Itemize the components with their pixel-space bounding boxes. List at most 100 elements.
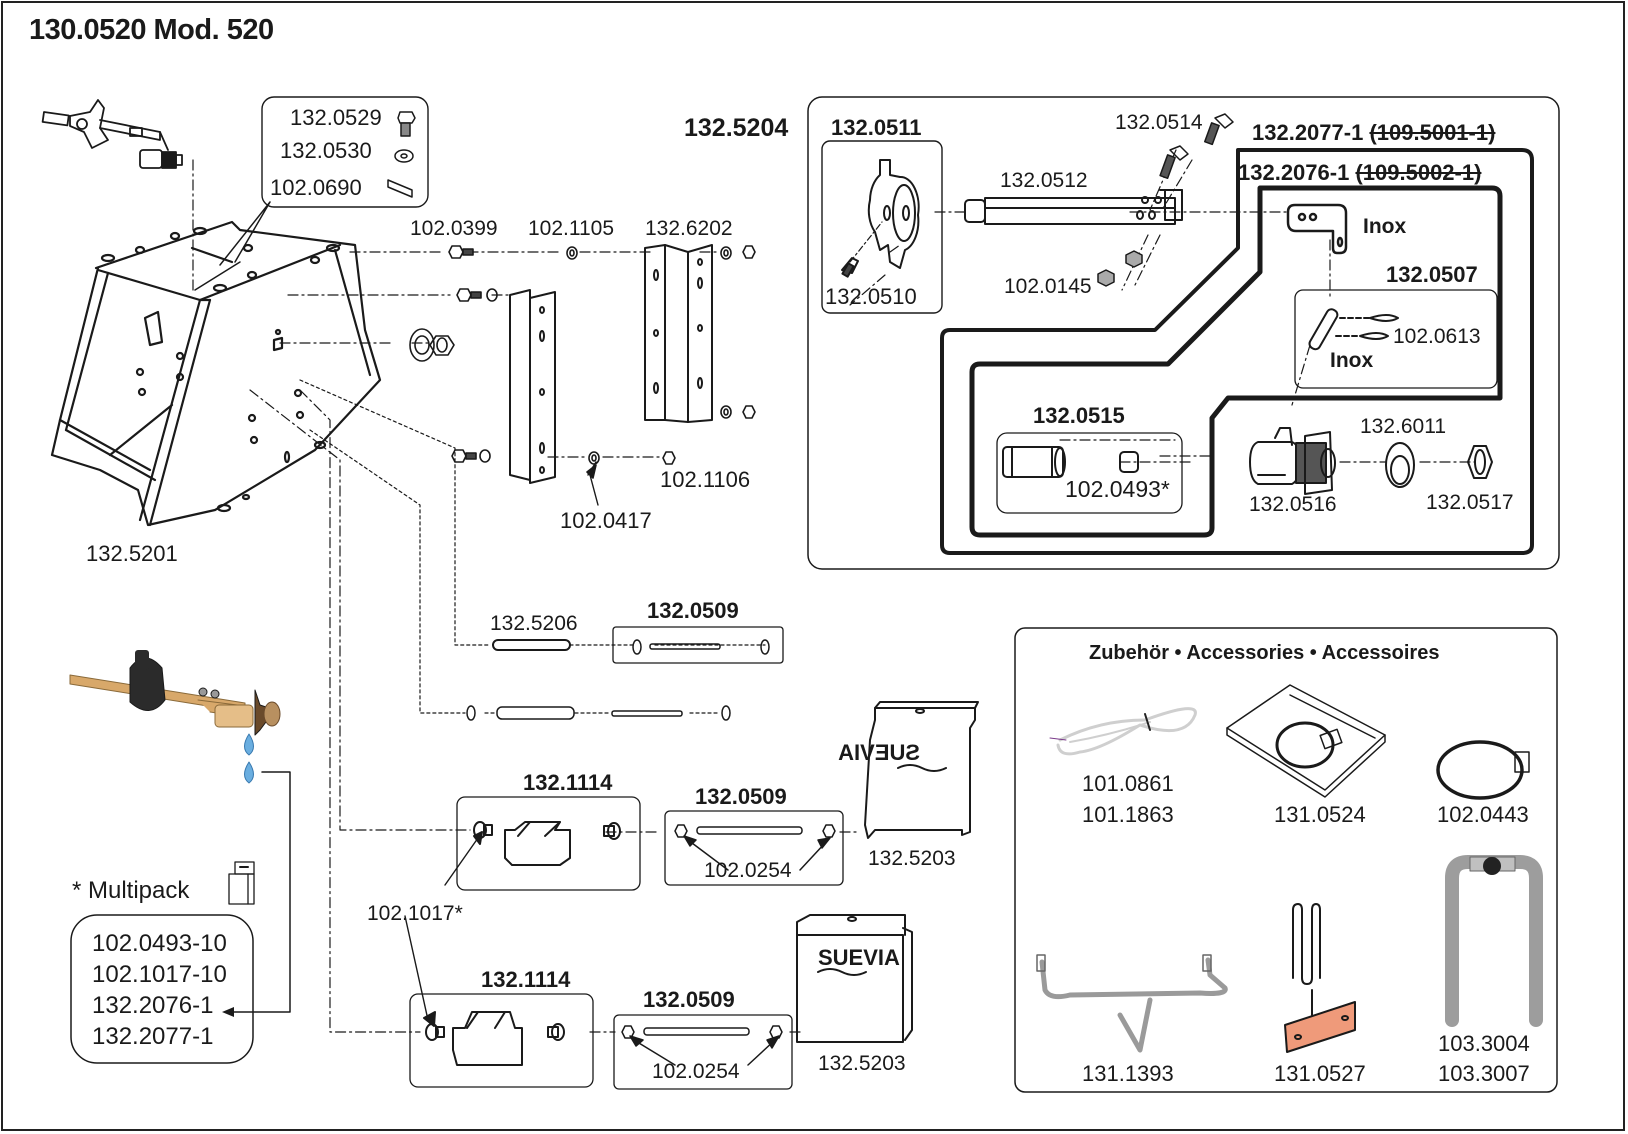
- inner-kit-outline: [969, 185, 1503, 538]
- label-pin-material: Inox: [1330, 349, 1374, 372]
- hinge-kit-1-box: [456, 796, 641, 891]
- label-housing: 132.5201: [86, 541, 178, 566]
- seal-kit-box: [996, 432, 1183, 514]
- label-valve-group: 132.5204: [684, 114, 789, 142]
- accessories-heading: Zubehör • Accessories • Accessoires: [1089, 642, 1440, 664]
- accessory-code: 101.1863: [1082, 802, 1174, 827]
- label-arm-nuts: 102.0145: [1004, 275, 1092, 298]
- accessory-code: 103.3007: [1438, 1061, 1530, 1086]
- label-cover-2: 132.5203: [818, 1052, 906, 1075]
- label-gasket: 132.6011: [1360, 415, 1447, 438]
- multipack-item: 102.1017-10: [92, 961, 227, 988]
- label-arm: 132.0512: [1000, 169, 1088, 192]
- rod-kit-2-icon: [674, 824, 836, 871]
- label-lever-screw: 132.0510: [825, 284, 917, 309]
- protection-bracket-icon: [1036, 954, 1228, 1053]
- label-washer: 132.0530: [280, 138, 372, 163]
- heating-cable-icon: [1049, 707, 1197, 756]
- multipack-item: 102.0493-10: [92, 930, 227, 957]
- connector-lines: [192, 149, 1476, 1033]
- cover-1-icon: [864, 701, 979, 839]
- label-bracket: 132.6202: [645, 217, 733, 240]
- label-valve-nut: 132.0517: [1426, 491, 1514, 514]
- label-hinge-kit-2: 132.1114: [481, 967, 571, 992]
- multipack-item: 132.2076-1: [92, 992, 214, 1019]
- rod-kit-1-icon: [632, 639, 770, 655]
- cover-2-icon: [796, 914, 913, 1043]
- spacer-icon: [492, 639, 571, 651]
- label-top-washer: 102.1105: [528, 217, 615, 240]
- label-lever-kit: 132.0511: [831, 115, 922, 140]
- rod-kit-3-icon: [621, 1025, 783, 1066]
- heating-ring-icon: [1436, 740, 1530, 800]
- multipack-list-box: [70, 914, 254, 1064]
- label-lower-nut: 102.1106: [660, 467, 751, 492]
- bracket-132-6202-icon: [644, 244, 713, 423]
- inner-kit-old-code: (109.5002-1): [1355, 160, 1482, 185]
- accessory-code: 102.0443: [1437, 802, 1529, 827]
- accessory-code: 131.0527: [1274, 1061, 1366, 1086]
- heating-plate-icon: [1226, 684, 1386, 798]
- label-pin-kit: 132.0507: [1386, 262, 1478, 287]
- outer-kit-old-code: (109.5001-1): [1369, 120, 1496, 145]
- dotted-lines: [299, 379, 766, 714]
- label-arm-screws: 132.0514: [1115, 111, 1203, 134]
- label-seal: 102.0493*: [1065, 476, 1170, 502]
- valve-group-box: [807, 96, 1560, 570]
- rod-kit-2-box: [664, 810, 844, 886]
- nut-132-0517-icon: [1467, 445, 1493, 479]
- page-title: 130.0520 Mod. 520: [29, 14, 274, 46]
- hinge-1-icon: [473, 821, 621, 866]
- rod-kit-3-box: [613, 1014, 793, 1090]
- cover-1-wave: [897, 764, 947, 772]
- accessories-box: [1014, 627, 1558, 1093]
- multipack-heading: * Multipack: [72, 877, 190, 904]
- pin-icon: [1308, 308, 1399, 351]
- valve-body-icon: [1249, 427, 1336, 495]
- label-clip: 102.0613: [1393, 325, 1481, 348]
- rod-set-2-icon: [466, 705, 731, 721]
- bolt-kit-box: [261, 96, 429, 208]
- lever-icon: [841, 159, 920, 278]
- hinge-kit-2-box: [409, 993, 594, 1088]
- pin-kit-box: [1294, 289, 1498, 389]
- label-hinge-kit-1: 132.1114: [523, 770, 613, 795]
- label-plate-material: Inox: [1363, 215, 1407, 238]
- label-rod-nut-2: 102.0254: [652, 1060, 740, 1083]
- inner-kit-code: 132.2076-1: [1238, 160, 1350, 185]
- wall-bracket-icon: [509, 289, 556, 484]
- arm-132-0512-icon: [964, 189, 1183, 225]
- label-rod-kit-3: 132.0509: [643, 987, 735, 1012]
- label-bolt: 132.0529: [290, 105, 382, 130]
- lever-kit-box: [821, 140, 943, 314]
- seal-icon: [1002, 446, 1139, 478]
- label-top-bolt: 102.0399: [410, 217, 498, 240]
- lever-valve-top-icon: [41, 99, 183, 169]
- top-fasteners: [409, 245, 756, 506]
- accessory-code: 103.3004: [1438, 1031, 1530, 1056]
- heating-element-icon: [1284, 903, 1356, 1053]
- outer-kit-code: 132.2077-1: [1252, 120, 1364, 145]
- label-spacer: 132.5206: [490, 612, 578, 635]
- gasket-icon: [1385, 442, 1415, 488]
- inox-plate-icon: [1286, 203, 1348, 255]
- label-rod-nut-1: 102.0254: [704, 859, 792, 882]
- label-lower-washer: 102.0417: [560, 508, 652, 533]
- label-outer-kit: 132.2077-1 (109.5001-1): [1252, 122, 1495, 144]
- cover-1-brand-mirrored: SUEVIA: [838, 740, 920, 765]
- accessory-code: 101.0861: [1082, 771, 1174, 796]
- rod-kit-1-box: [612, 626, 784, 664]
- housing-icon: [50, 220, 382, 527]
- multipack-box-icon: [228, 861, 255, 905]
- pipe-connector-icon: [1445, 855, 1543, 1027]
- multipack-item: 132.2077-1: [92, 1023, 214, 1050]
- hinge-2-icon: [404, 831, 565, 1066]
- accessory-code: 131.0524: [1274, 802, 1366, 827]
- accessory-code: 131.1393: [1082, 1061, 1174, 1086]
- label-rod-kit-1: 132.0509: [647, 598, 739, 623]
- label-rod-kit-2: 132.0509: [695, 784, 787, 809]
- label-inner-kit: 132.2076-1 (109.5002-1): [1238, 162, 1481, 184]
- cover-2-wave: [817, 968, 867, 976]
